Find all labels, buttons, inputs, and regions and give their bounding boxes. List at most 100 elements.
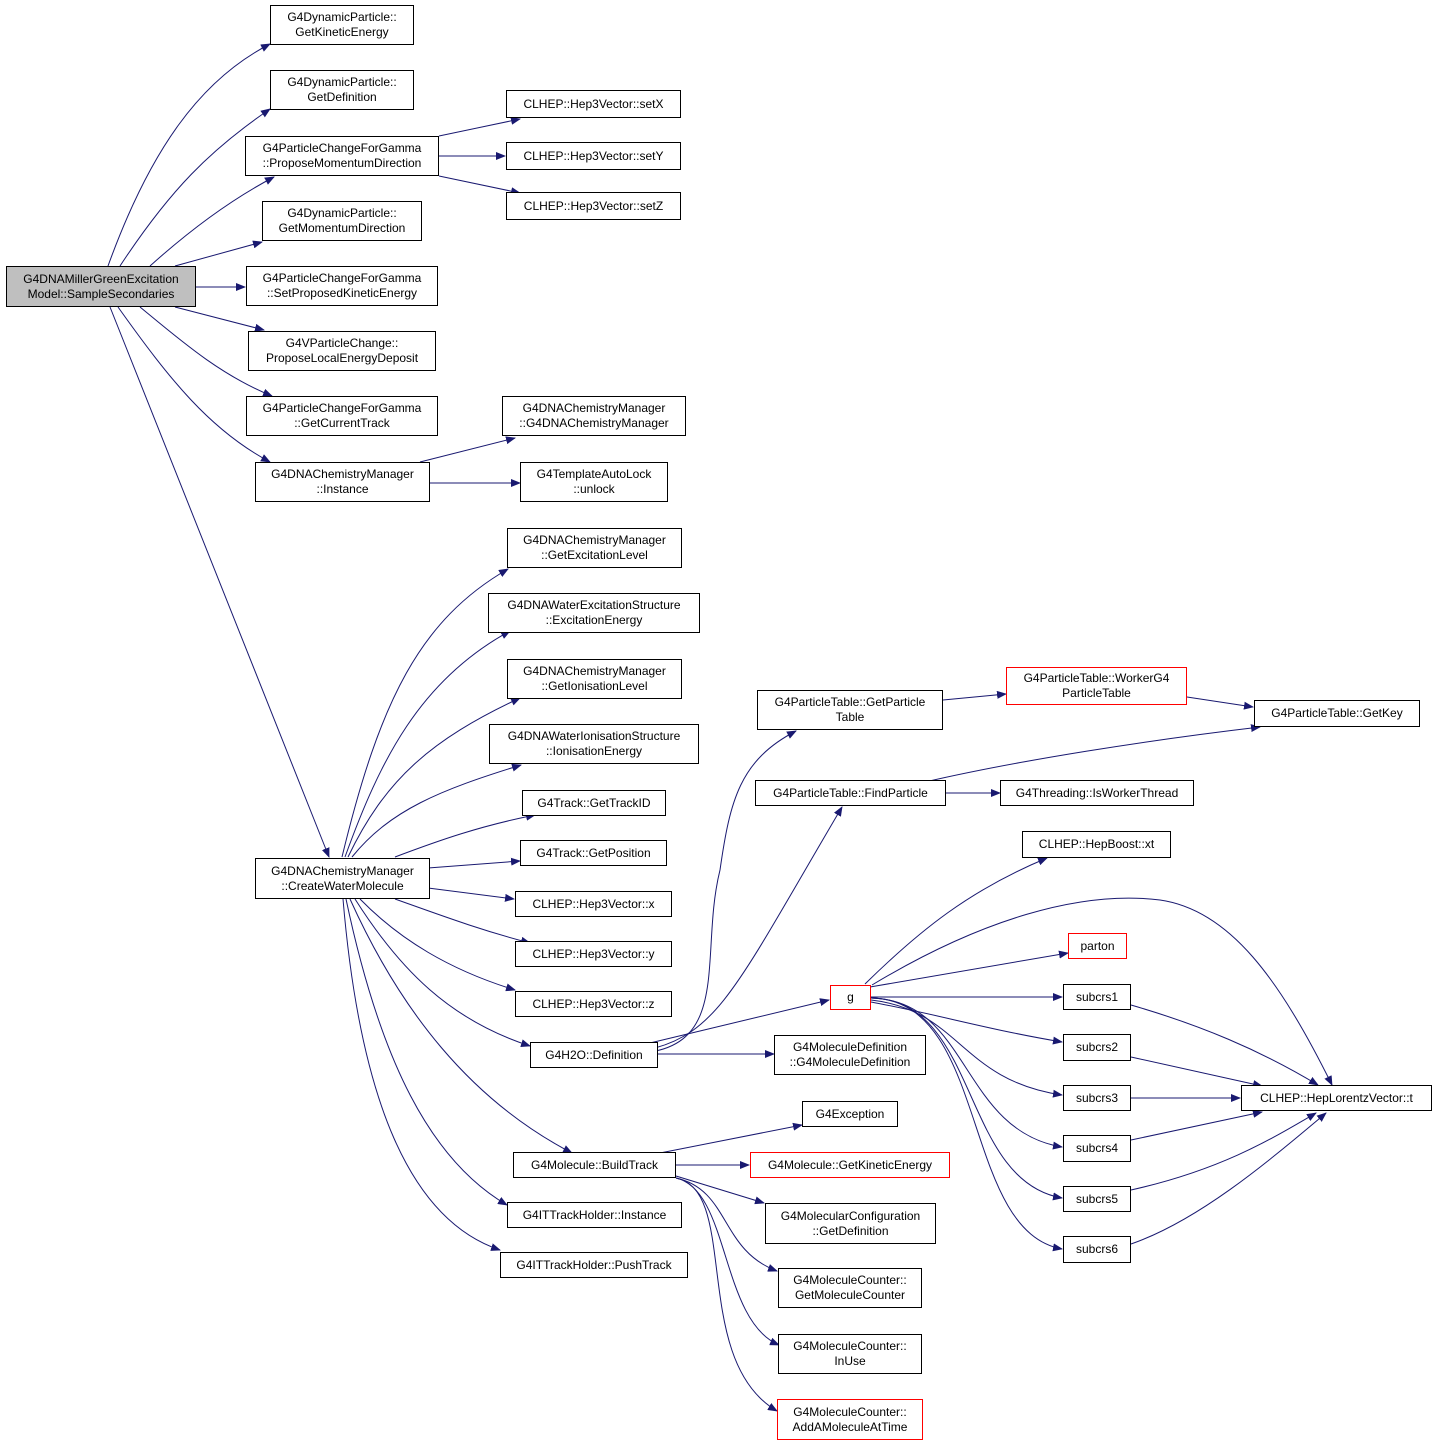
node-hep-lorentz-vector-t[interactable]: CLHEP::HepLorentzVector::t bbox=[1241, 1085, 1432, 1111]
node-subcrs1[interactable]: subcrs1 bbox=[1063, 984, 1131, 1010]
node-particle-table-find-particle[interactable]: G4ParticleTable::FindParticle bbox=[755, 780, 946, 806]
node-label: G4DNAChemistryManager bbox=[523, 664, 666, 678]
node-label: ::SetProposedKineticEnergy bbox=[266, 286, 418, 300]
node-parton[interactable]: parton bbox=[1068, 933, 1127, 959]
node-it-track-holder-instance[interactable]: G4ITTrackHolder::Instance bbox=[507, 1202, 682, 1228]
node-label: ::GetCurrentTrack bbox=[294, 416, 390, 430]
node-label: G4MoleculeCounter:: bbox=[793, 1404, 907, 1419]
node-label: G4ParticleTable::GetKey bbox=[1271, 706, 1403, 720]
node-chemistry-manager-get-ionisation-level[interactable]: G4DNAChemistryManager ::GetIonisationLev… bbox=[507, 659, 682, 699]
edge-cwm-vx bbox=[427, 887, 515, 902]
node-label: parton bbox=[1080, 938, 1115, 953]
node-h2o-definition[interactable]: G4H2O::Definition bbox=[530, 1042, 658, 1068]
node-molecule-definition-constructor[interactable]: G4MoleculeDefinition ::G4MoleculeDefinit… bbox=[774, 1035, 926, 1075]
edge-worker-key bbox=[1186, 696, 1254, 710]
node-molecule-counter-add-a-molecule-at-time[interactable]: G4MoleculeCounter:: AddAMoleculeAtTime bbox=[777, 1399, 923, 1440]
node-label: G4ITTrackHolder::PushTrack bbox=[516, 1257, 672, 1272]
node-label: G4MoleculeCounter:: bbox=[793, 1339, 907, 1353]
node-template-auto-lock-unlock[interactable]: G4TemplateAutoLock ::unlock bbox=[520, 462, 668, 502]
node-label: G4ParticleTable::GetParticle bbox=[774, 695, 926, 709]
node-pcg-propose-momentum-direction[interactable]: G4ParticleChangeForGamma ::ProposeMoment… bbox=[245, 136, 439, 176]
node-label: AddAMoleculeAtTime bbox=[792, 1419, 908, 1434]
node-dynamic-particle-get-kinetic-energy[interactable]: G4DynamicParticle:: GetKineticEnergy bbox=[270, 5, 414, 45]
node-label: G4ITTrackHolder::Instance bbox=[522, 1207, 667, 1222]
node-subcrs3[interactable]: subcrs3 bbox=[1063, 1085, 1131, 1111]
edge-pmd-setz bbox=[438, 175, 521, 196]
node-pcg-get-current-track[interactable]: G4ParticleChangeForGamma ::GetCurrentTra… bbox=[246, 396, 438, 436]
node-chemistry-manager-create-water-molecule[interactable]: G4DNAChemistryManager ::CreateWaterMolec… bbox=[255, 858, 430, 899]
node-water-ionisation-structure-ionisation-energy[interactable]: G4DNAWaterIonisationStructure ::Ionisati… bbox=[489, 724, 699, 764]
node-particle-table-worker-g4-particle-table[interactable]: G4ParticleTable::WorkerG4 ParticleTable bbox=[1006, 667, 1187, 705]
node-it-track-holder-push-track[interactable]: G4ITTrackHolder::PushTrack bbox=[500, 1252, 688, 1278]
node-label: subcrs4 bbox=[1075, 1141, 1119, 1155]
node-hep3vector-sety[interactable]: CLHEP::Hep3Vector::setY bbox=[506, 142, 681, 170]
node-label: G4DynamicParticle:: bbox=[287, 75, 397, 89]
node-threading-is-worker-thread[interactable]: G4Threading::IsWorkerThread bbox=[1000, 780, 1194, 806]
node-molecular-configuration-get-definition[interactable]: G4MolecularConfiguration ::GetDefinition bbox=[765, 1203, 936, 1244]
node-chemistry-manager-constructor[interactable]: G4DNAChemistryManager ::G4DNAChemistryMa… bbox=[502, 396, 686, 436]
edge-find-key bbox=[924, 724, 1261, 783]
edge-cwm-trkpos bbox=[427, 857, 521, 869]
node-dynamic-particle-get-momentum-direction[interactable]: G4DynamicParticle:: GetMomentumDirection bbox=[262, 201, 422, 241]
node-hep3vector-x[interactable]: CLHEP::Hep3Vector::x bbox=[515, 891, 672, 917]
edge-g-lvt bbox=[871, 897, 1333, 1086]
node-label: subcrs2 bbox=[1075, 1040, 1119, 1054]
node-vparticle-change-propose-local-energy-deposit[interactable]: G4VParticleChange:: ProposeLocalEnergyDe… bbox=[248, 331, 436, 371]
node-label: g bbox=[847, 990, 854, 1004]
node-particle-table-get-particle-table[interactable]: G4ParticleTable::GetParticle Table bbox=[757, 690, 943, 730]
node-track-get-position[interactable]: G4Track::GetPosition bbox=[520, 840, 667, 866]
node-label: GetMoleculeCounter bbox=[794, 1288, 906, 1302]
node-label: G4H2O::Definition bbox=[545, 1047, 643, 1062]
node-label: CLHEP::HepBoost::xt bbox=[1038, 837, 1155, 851]
node-hep3vector-setz[interactable]: CLHEP::Hep3Vector::setZ bbox=[506, 192, 681, 220]
node-subcrs6[interactable]: subcrs6 bbox=[1063, 1236, 1131, 1263]
node-particle-table-get-key[interactable]: G4ParticleTable::GetKey bbox=[1254, 700, 1420, 727]
node-label: InUse bbox=[834, 1354, 866, 1368]
node-label: G4ParticleChangeForGamma bbox=[262, 401, 422, 415]
edge-root-dyn-def bbox=[119, 108, 271, 267]
node-label: CLHEP::Hep3Vector::x bbox=[532, 896, 655, 911]
edge-bt-gmc bbox=[675, 1177, 778, 1272]
edge-s4-lvt bbox=[1130, 1109, 1263, 1141]
node-g[interactable]: g bbox=[830, 985, 871, 1010]
node-track-get-track-id[interactable]: G4Track::GetTrackID bbox=[522, 790, 666, 816]
node-chemistry-manager-get-excitation-level[interactable]: G4DNAChemistryManager ::GetExcitationLev… bbox=[507, 528, 682, 568]
node-molecule-counter-in-use[interactable]: G4MoleculeCounter:: InUse bbox=[778, 1334, 922, 1374]
node-molecule-build-track[interactable]: G4Molecule::BuildTrack bbox=[513, 1152, 676, 1178]
node-label: ParticleTable bbox=[1062, 686, 1131, 700]
node-subcrs2[interactable]: subcrs2 bbox=[1063, 1034, 1131, 1061]
node-label: G4DNAChemistryManager bbox=[522, 401, 666, 415]
edge-g-boost bbox=[864, 857, 1048, 985]
node-label: G4VParticleChange:: bbox=[285, 336, 399, 350]
edge-s1-lvt bbox=[1130, 1004, 1319, 1086]
node-water-excitation-structure-excitation-energy[interactable]: G4DNAWaterExcitationStructure ::Excitati… bbox=[488, 593, 700, 633]
node-label: G4Molecule::BuildTrack bbox=[531, 1157, 658, 1172]
node-label: ::CreateWaterMolecule bbox=[281, 878, 404, 893]
node-chemistry-manager-instance[interactable]: G4DNAChemistryManager ::Instance bbox=[255, 462, 430, 502]
edge-inst-ctor bbox=[419, 436, 516, 463]
node-label: ::G4MoleculeDefinition bbox=[789, 1055, 911, 1069]
node-g4exception[interactable]: G4Exception bbox=[802, 1101, 898, 1127]
node-molecule-counter-get-molecule-counter[interactable]: G4MoleculeCounter:: GetMoleculeCounter bbox=[778, 1268, 922, 1308]
node-label: G4DynamicParticle:: bbox=[287, 10, 397, 24]
node-subcrs5[interactable]: subcrs5 bbox=[1063, 1186, 1131, 1212]
edge-root-dyn-kin bbox=[107, 43, 271, 267]
node-hep3vector-y[interactable]: CLHEP::Hep3Vector::y bbox=[515, 941, 672, 967]
node-hep3vector-setx[interactable]: CLHEP::Hep3Vector::setX bbox=[506, 90, 681, 118]
node-label: CLHEP::HepLorentzVector::t bbox=[1260, 1090, 1413, 1105]
node-label: G4MolecularConfiguration bbox=[780, 1208, 921, 1223]
node-hep3vector-z[interactable]: CLHEP::Hep3Vector::z bbox=[515, 991, 672, 1017]
edge-root-vpc-pled bbox=[174, 306, 265, 332]
node-hepboost-xt[interactable]: CLHEP::HepBoost::xt bbox=[1022, 831, 1171, 858]
node-pcg-set-proposed-kinetic-energy[interactable]: G4ParticleChangeForGamma ::SetProposedKi… bbox=[246, 266, 438, 306]
node-subcrs4[interactable]: subcrs4 bbox=[1063, 1135, 1131, 1162]
node-molecule-get-kinetic-energy[interactable]: G4Molecule::GetKineticEnergy bbox=[750, 1152, 950, 1178]
node-dynamic-particle-get-definition[interactable]: G4DynamicParticle:: GetDefinition bbox=[270, 70, 414, 110]
edge-cwm-wes bbox=[344, 630, 511, 858]
node-label: ::G4DNAChemistryManager bbox=[519, 416, 669, 430]
edge-cwm-h2o bbox=[354, 898, 531, 1048]
edge-g-s4 bbox=[870, 997, 1063, 1150]
edge-bt-exc bbox=[659, 1122, 803, 1154]
node-label: G4DNAChemistryManager bbox=[271, 467, 414, 481]
